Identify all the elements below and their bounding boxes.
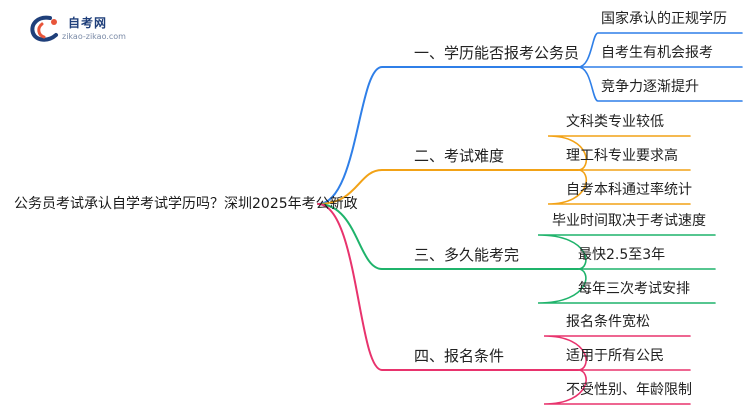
leaf-label: 自考本科通过率统计 xyxy=(566,182,692,198)
leaf-label: 国家承认的正规学历 xyxy=(601,11,727,27)
leaf-connector xyxy=(537,268,716,304)
logo-url: zikao-zikao.com xyxy=(62,32,126,41)
root-topic: 公务员考试承认自学考试学历吗？深圳2025年考公新政 xyxy=(14,196,358,212)
leaf-label: 自考生有机会报考 xyxy=(601,45,713,61)
branch-connector xyxy=(317,66,579,205)
leaf-label: 每年三次考试安排 xyxy=(578,281,690,297)
leaf-connector xyxy=(577,32,743,68)
leaf-connector xyxy=(547,135,691,171)
leaf-connector xyxy=(543,335,691,371)
leaf-label: 不受性别、年龄限制 xyxy=(566,382,692,398)
site-logo: 自考网 zikao-zikao.com xyxy=(28,12,138,52)
leaf-label: 最快2.5至3年 xyxy=(578,247,666,263)
leaf-label: 报名条件宽松 xyxy=(566,314,650,330)
logo-emblem-icon xyxy=(30,15,58,42)
branch-connector xyxy=(317,203,579,371)
logo-title: 自考网 xyxy=(68,16,108,30)
leaf-connector xyxy=(543,369,691,405)
leaf-label: 理工科专业要求高 xyxy=(566,148,678,164)
branch-label: 一、学历能否报考公务员 xyxy=(414,44,580,62)
branch-label: 三、多久能考完 xyxy=(414,246,520,264)
leaf-connector xyxy=(577,66,743,102)
branch-connector xyxy=(317,203,579,270)
branch-label: 四、报名条件 xyxy=(414,347,505,365)
leaf-label: 竞争力逐渐提升 xyxy=(601,79,699,95)
leaf-label: 文科类专业较低 xyxy=(566,114,664,130)
leaf-connector xyxy=(537,234,716,270)
branch-label: 二、考试难度 xyxy=(414,147,505,165)
branch-connector xyxy=(317,169,579,205)
leaf-label: 适用于所有公民 xyxy=(566,348,664,364)
leaf-label: 毕业时间取决于考试速度 xyxy=(552,213,706,229)
leaf-connector xyxy=(547,169,691,205)
